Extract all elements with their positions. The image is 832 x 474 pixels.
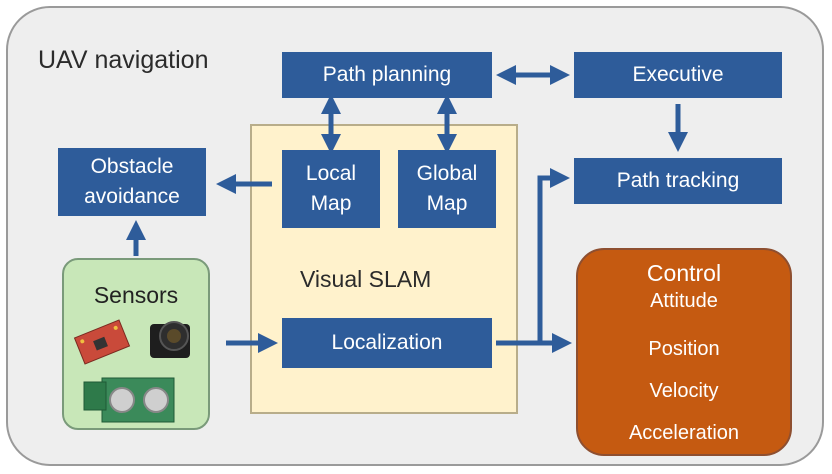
sensors-label: Sensors — [93, 282, 179, 308]
local-map-box: Local Map — [282, 150, 380, 228]
executive-box: Executive — [574, 52, 782, 98]
ultrasonic-sensor-icon — [83, 377, 175, 423]
global-map-line1: Global — [416, 162, 478, 185]
path-tracking-label: Path tracking — [616, 169, 740, 192]
obstacle-avoidance-line1: Obstacle — [90, 155, 174, 178]
control-item-position: Position — [648, 338, 720, 360]
obstacle-avoidance-box: Obstacle avoidance — [58, 148, 206, 216]
executive-label: Executive — [632, 63, 724, 86]
path-tracking-box: Path tracking — [574, 158, 782, 204]
control-item-acceleration: Acceleration — [628, 422, 740, 444]
global-map-box: Global Map — [398, 150, 496, 228]
control-item-velocity: Velocity — [649, 380, 719, 402]
sensor-hardware-image — [73, 319, 190, 423]
control-title: Control — [646, 260, 722, 286]
control-item-attitude: Attitude — [650, 290, 718, 312]
local-map-line1: Local — [305, 162, 357, 185]
localization-label: Localization — [331, 331, 443, 354]
control-block: Control Attitude Position Velocity Accel… — [576, 248, 792, 456]
path-planning-box: Path planning — [282, 52, 492, 98]
path-planning-label: Path planning — [322, 63, 452, 86]
camera-icon — [150, 321, 190, 358]
global-map-line2: Map — [426, 192, 468, 215]
diagram-title: UAV navigation — [38, 46, 209, 74]
arrow-localization-tracking — [537, 168, 570, 343]
obstacle-avoidance-line2: avoidance — [84, 185, 180, 208]
localization-box: Localization — [282, 318, 492, 368]
sensors-block: Sensors — [62, 258, 210, 430]
visual-slam-label: Visual SLAM — [300, 266, 432, 292]
local-map-line2: Map — [310, 192, 352, 215]
